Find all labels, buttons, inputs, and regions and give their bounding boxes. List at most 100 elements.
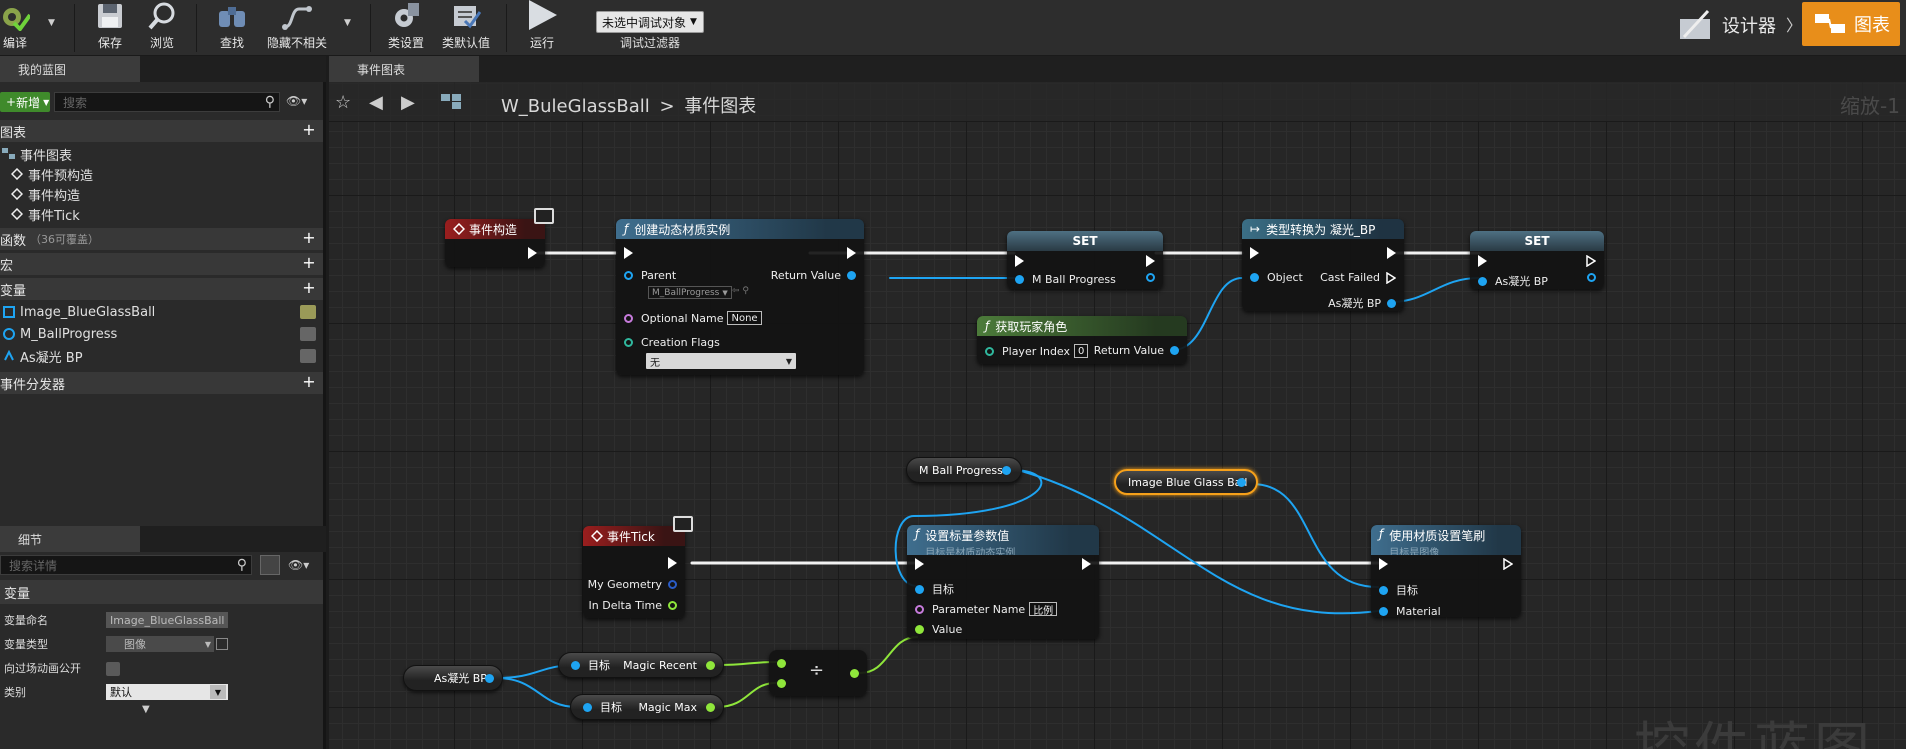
designer-mode-button[interactable]: 设计器 <box>1676 4 1776 46</box>
details-search-input[interactable]: 搜索详情 ⚲ <box>0 555 252 575</box>
my-geometry-pin[interactable]: My Geometry <box>588 578 677 591</box>
graph-mode-button[interactable]: 图表 <box>1802 2 1900 46</box>
hide-unrelated-button[interactable]: 隐藏不相关 <box>266 0 328 56</box>
as-bp-out-pin[interactable] <box>1587 273 1596 282</box>
node-event-tick[interactable]: 事件Tick My Geometry In Delta Time <box>583 526 685 618</box>
add-dispatcher-plus-icon[interactable]: + <box>302 372 316 391</box>
target-pin[interactable]: 目标 <box>915 581 954 597</box>
forward-arrow-icon[interactable]: ▶ <box>401 92 415 113</box>
tab-my-blueprint[interactable]: 我的蓝图 <box>0 56 140 82</box>
category-macros[interactable]: 宏 + <box>0 253 323 275</box>
variable-name-field[interactable]: Image_BlueGlassBall <box>106 612 228 628</box>
graph-item-construct[interactable]: 事件构造 <box>10 184 80 204</box>
use-selected-arrow-icon[interactable]: ⇦ ⚲ <box>732 286 749 296</box>
variable-type-select[interactable]: 图像▼ <box>106 636 214 652</box>
node-event-construct[interactable]: 事件构造 <box>445 219 545 267</box>
debug-object-select[interactable]: 未选中调试对象 ▼ <box>596 11 704 33</box>
node-divide[interactable]: ÷ <box>769 650 867 696</box>
category-graphs[interactable]: 图表 + <box>0 120 323 142</box>
visibility-eye-icon[interactable] <box>300 327 316 341</box>
category-functions[interactable]: 函数 （36可覆盖） + <box>0 228 323 250</box>
add-graph-plus-icon[interactable]: + <box>302 120 316 139</box>
node-get-magic-recent[interactable]: 目标 Magic Recent <box>558 652 724 678</box>
node-set-as-bp[interactable]: SET As凝光 BP <box>1470 231 1604 289</box>
return-value-pin[interactable]: Return Value <box>1094 344 1179 357</box>
exec-out-pin[interactable] <box>1503 558 1513 570</box>
node-set-brush-from-material[interactable]: ƒ 使用材质设置笔刷 目标是图像 目标 Material <box>1371 525 1521 618</box>
variable-as-bp[interactable]: As凝光 BP <box>2 346 322 366</box>
node-get-m-ball-progress[interactable]: M Ball Progress <box>906 457 1022 483</box>
creation-flags-select[interactable]: 无▼ <box>646 353 796 369</box>
exec-out-pin[interactable] <box>847 247 856 259</box>
class-defaults-button[interactable]: 类默认值 <box>440 0 492 56</box>
add-new-button[interactable]: + 新增 ▼ <box>0 92 50 112</box>
cast-failed-pin[interactable]: Cast Failed <box>1320 271 1396 284</box>
breadcrumb-root[interactable]: W_BuleGlassBall <box>501 96 650 117</box>
expose-cinematics-checkbox[interactable] <box>106 662 120 676</box>
add-variable-plus-icon[interactable]: + <box>302 278 316 297</box>
target-pin[interactable]: 目标 <box>1379 582 1418 598</box>
node-cast-to-bp[interactable]: ↦ 类型转换为 凝光_BP Object Cast Failed As凝光 BP <box>1242 219 1404 311</box>
exec-out-pin[interactable] <box>1387 247 1396 259</box>
parent-asset-picker[interactable]: M_BallProgress▼ <box>648 286 732 299</box>
visibility-eye-icon[interactable] <box>300 349 316 363</box>
run-button[interactable]: 运行 <box>522 0 562 56</box>
m-ball-progress-out-pin[interactable] <box>1146 273 1155 282</box>
as-bp-pin[interactable]: As凝光 BP <box>1328 295 1396 311</box>
exec-in-pin[interactable] <box>624 247 633 259</box>
browse-button[interactable]: 浏览 <box>142 0 182 56</box>
exec-out-pin[interactable] <box>668 557 677 569</box>
exec-in-pin[interactable] <box>1250 247 1259 259</box>
node-set-m-ball-progress[interactable]: SET M Ball Progress <box>1007 231 1163 289</box>
in-delta-time-pin[interactable]: In Delta Time <box>589 599 677 612</box>
view-options-eye-icon[interactable]: 👁▾ <box>286 94 308 108</box>
details-section-variable[interactable]: 变量 <box>0 580 323 604</box>
exec-in-pin[interactable] <box>1478 255 1487 267</box>
graph-item-tick[interactable]: 事件Tick <box>10 204 80 224</box>
view-options-eye-icon[interactable]: 👁▾ <box>288 558 310 572</box>
exec-out-pin[interactable] <box>528 247 537 259</box>
m-ball-progress-in-pin[interactable]: M Ball Progress <box>1015 273 1116 286</box>
find-button[interactable]: 查找 <box>212 0 252 56</box>
star-icon[interactable]: ☆ <box>335 92 352 113</box>
property-matrix-icon[interactable] <box>260 555 280 575</box>
add-macro-plus-icon[interactable]: + <box>302 253 316 272</box>
as-bp-in-pin[interactable]: As凝光 BP <box>1478 273 1548 289</box>
tab-event-graph[interactable]: 事件图表 <box>329 56 479 82</box>
blueprint-search-input[interactable]: 搜索 ⚲ <box>54 92 280 112</box>
category-select[interactable]: 默认▼ <box>106 684 228 700</box>
save-button[interactable]: 保存 <box>90 0 130 56</box>
compile-options-caret-icon[interactable]: ▼ <box>48 18 55 28</box>
creation-flags-pin[interactable]: Creation Flags <box>624 336 720 349</box>
node-get-as-bp[interactable]: As凝光 BP <box>403 665 503 691</box>
tab-details[interactable]: 细节 <box>0 526 140 552</box>
event-graph-canvas[interactable]: 事件图表 ☆ ◀ ▶ W_BuleGlassBall > 事件图表 缩放-1 <box>329 56 1906 749</box>
class-settings-button[interactable]: 类设置 <box>386 0 426 56</box>
player-index-field[interactable]: 0 <box>1074 344 1089 358</box>
object-pin[interactable]: Object <box>1250 271 1303 284</box>
hide-options-caret-icon[interactable]: ▼ <box>344 18 351 28</box>
category-variables[interactable]: 变量 + <box>0 278 323 300</box>
return-value-pin[interactable]: Return Value <box>771 269 856 282</box>
optional-name-field[interactable]: None <box>727 311 762 325</box>
variable-m-ballprogress[interactable]: M_BallProgress <box>2 324 322 344</box>
exec-in-pin[interactable] <box>915 558 924 570</box>
compile-button[interactable]: 编译 <box>0 0 30 56</box>
variable-image-blueglassball[interactable]: Image_BlueGlassBall <box>2 302 322 322</box>
exec-out-pin[interactable] <box>1082 558 1091 570</box>
node-create-dynamic-material-instance[interactable]: ƒ 创建动态材质实例 Parent M_BallProgress▼ ⇦ ⚲ Re… <box>616 219 864 375</box>
exec-out-pin[interactable] <box>1586 255 1596 267</box>
visibility-eye-icon[interactable] <box>300 305 316 319</box>
material-pin[interactable]: Material <box>1379 605 1441 618</box>
parameter-name-field[interactable]: 比例 <box>1029 602 1058 617</box>
b-pin-circle-icon[interactable] <box>777 679 786 688</box>
exec-in-pin[interactable] <box>1015 255 1024 267</box>
parent-pin[interactable]: Parent <box>624 269 676 282</box>
a-pin-circle-icon[interactable] <box>777 659 786 668</box>
add-function-plus-icon[interactable]: + <box>302 228 316 247</box>
